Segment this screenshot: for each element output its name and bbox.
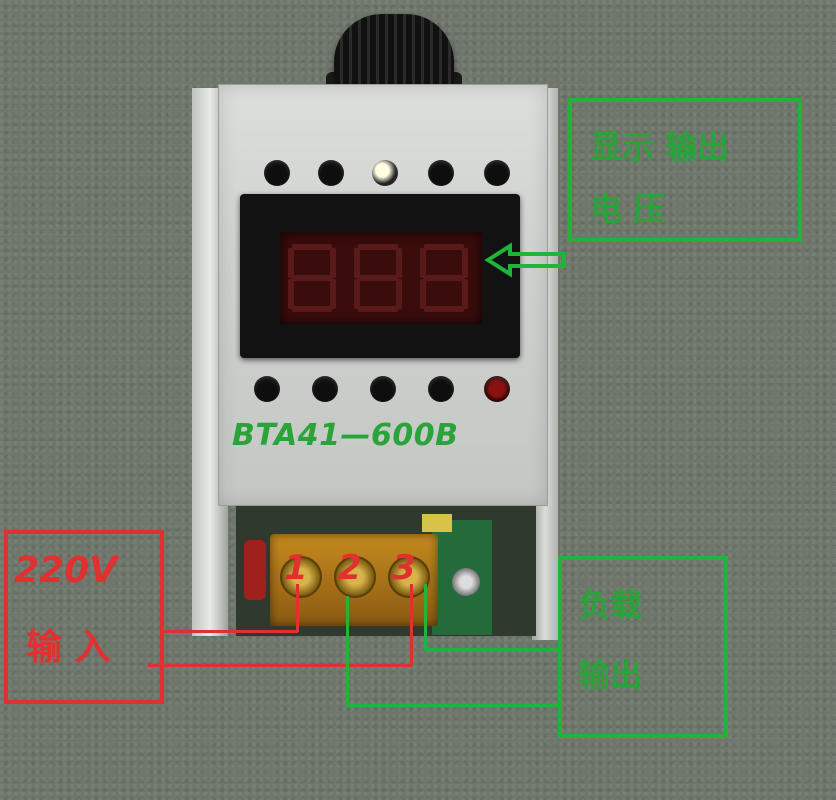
wire-input-3-vertical (410, 584, 413, 666)
vent-hole (428, 160, 454, 186)
led-segment (424, 306, 464, 312)
led-segment (358, 306, 398, 312)
wire-input-1 (160, 630, 298, 633)
led-segment (420, 248, 426, 278)
load-output-annotation-box (558, 556, 728, 738)
vent-hole (428, 376, 454, 402)
input-label: 输 入 (26, 627, 111, 668)
capacitor-red (244, 540, 266, 600)
led-segment (358, 275, 398, 281)
led-segment (424, 244, 464, 250)
led-segment (288, 248, 294, 278)
led-segment (424, 275, 464, 281)
vent-hole (254, 376, 280, 402)
capacitor-yellow (422, 514, 452, 532)
vent-hole (372, 160, 398, 186)
wire-output-2-vertical (346, 596, 349, 706)
led-segment (354, 279, 360, 309)
wire-output-3 (424, 648, 558, 651)
wire-output-2 (346, 704, 558, 707)
voltmeter-display (280, 232, 482, 324)
wire-input-1-vertical (296, 584, 299, 632)
led-segment (420, 279, 426, 309)
led-segment (396, 248, 402, 278)
input-voltage-label: 220V (14, 550, 118, 591)
arrow-left-icon (484, 242, 566, 278)
vent-hole (484, 376, 510, 402)
control-knob[interactable] (334, 14, 454, 88)
wire-output-3-vertical (424, 584, 427, 650)
led-segment (292, 244, 332, 250)
terminal-screw (388, 556, 430, 598)
model-label: BTA41—600B (232, 418, 459, 453)
led-segment (354, 248, 360, 278)
vent-hole (312, 376, 338, 402)
vent-hole (484, 160, 510, 186)
led-segment (330, 279, 336, 309)
mounting-screw (452, 568, 480, 596)
load-label-line2: 输出 (578, 656, 643, 694)
led-segment (330, 248, 336, 278)
led-segment (462, 279, 468, 309)
wire-input-3 (148, 664, 412, 667)
terminal-screw (334, 556, 376, 598)
terminal-number-1: 1 (284, 548, 308, 588)
led-segment (462, 248, 468, 278)
display-annotation-box (568, 98, 802, 242)
load-label-line1: 负载 (578, 586, 643, 624)
led-segment (292, 306, 332, 312)
terminal-number-3: 3 (392, 548, 416, 588)
vent-hole (318, 160, 344, 186)
led-segment (358, 244, 398, 250)
led-segment (288, 279, 294, 309)
display-label-line2: 电 压 (590, 190, 666, 228)
terminal-number-2: 2 (338, 548, 362, 588)
input-annotation-box (4, 530, 164, 704)
vent-hole (264, 160, 290, 186)
terminal-screw (280, 556, 322, 598)
display-label-line1: 显示 输出 (590, 128, 730, 166)
led-segment (292, 275, 332, 281)
vent-hole (370, 376, 396, 402)
led-segment (396, 279, 402, 309)
